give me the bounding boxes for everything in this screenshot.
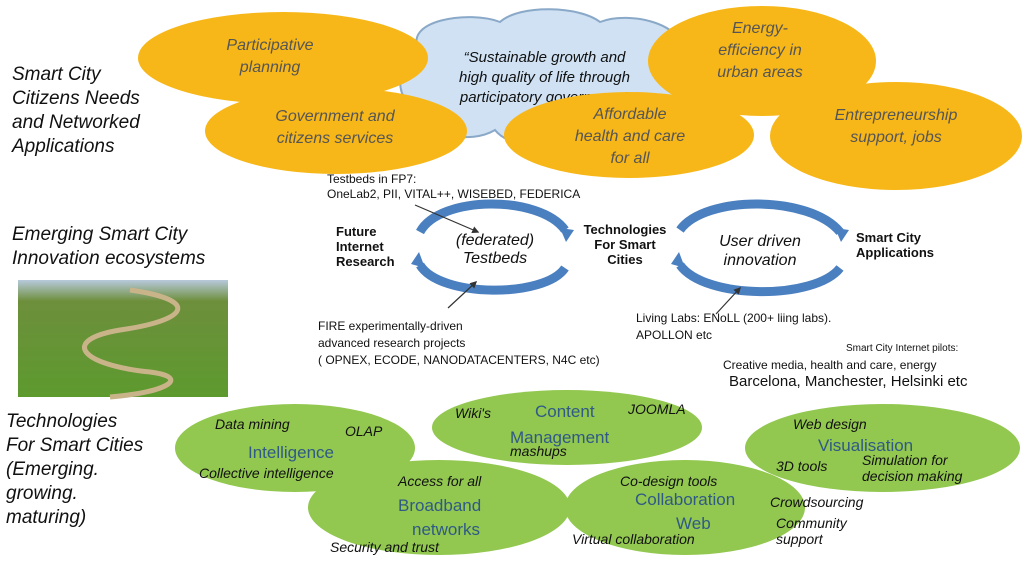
text-collaboration: Collaboration: [635, 490, 736, 509]
fire-pointer-arrow: [447, 281, 478, 309]
text-content: Content: [535, 402, 595, 421]
text-access: Access for all: [398, 473, 482, 489]
text-energy: Energy- efficiency in urban areas: [717, 20, 803, 81]
label-technologies: Technologies For Smart Cities (Emerging.…: [6, 411, 144, 528]
text-wikis: Wiki's: [455, 405, 491, 421]
testbeds-note: Testbeds in FP7: OneLab2, PII, VITAL++, …: [327, 172, 581, 201]
user-driven-innovation: User driven innovation: [719, 233, 801, 269]
pilots-line2: Barcelona, Manchester, Helsinki etc: [729, 373, 968, 390]
text-data-mining: Data mining: [215, 416, 290, 432]
ellipse-broadband: [308, 460, 570, 555]
text-simulation: Simulation for decision making: [862, 452, 963, 484]
label-innovation-ecosystems: Emerging Smart City Innovation ecosystem…: [12, 224, 206, 269]
living-labs-note: Living Labs: ENoLL (200+ liing labs). AP…: [636, 311, 832, 342]
ellipse-visualisation: [745, 404, 1020, 492]
text-broadband: Broadband: [398, 496, 482, 515]
technologies-for-smart-cities: Technologies For Smart Cities: [583, 222, 667, 267]
text-intelligence: Intelligence: [248, 443, 335, 462]
testbeds-label: (federated) Testbeds: [455, 232, 535, 267]
text-collective-intelligence: Collective intelligence: [199, 465, 334, 481]
living-labs-pointer-arrow: [715, 286, 741, 315]
future-internet-research: Future Internet Research: [336, 224, 395, 269]
research-cycle-arrows: [411, 199, 574, 295]
label-citizens-needs: Smart City Citizens Needs and Networked …: [12, 64, 140, 157]
ellipse-health: [504, 92, 754, 178]
text-management: Management: [510, 428, 610, 447]
innovation-cycle-arrows: [671, 199, 849, 297]
text-participative: Participative planning: [226, 37, 314, 76]
text-health: Affordable health and care for all: [574, 106, 686, 167]
ellipse-participative: [138, 12, 428, 104]
text-crowdsourcing: Crowdsourcing: [770, 494, 864, 510]
text-web-design: Web design: [793, 416, 867, 432]
ellipse-content: [432, 390, 702, 465]
ellipse-government: [205, 88, 467, 174]
text-3d-tools: 3D tools: [776, 458, 828, 474]
text-olap: OLAP: [345, 423, 383, 439]
text-security: Security and trust: [330, 539, 439, 555]
text-entrepreneurship: Entrepreneurship support, jobs: [834, 107, 958, 146]
text-web: Web: [676, 514, 711, 533]
smart-city-applications: Smart City Applications: [856, 230, 935, 260]
text-government: Government and citizens services: [275, 108, 395, 147]
fire-note: FIRE experimentally-driven advanced rese…: [318, 319, 600, 367]
pilots-title: Smart City Internet pilots:: [846, 343, 959, 354]
pilots-line1: Creative media, health and care, energy: [723, 358, 937, 372]
text-virtual-collaboration: Virtual collaboration: [572, 531, 695, 547]
text-mashups: mashups: [510, 443, 567, 459]
text-joomla: JOOMLA: [628, 401, 686, 417]
landscape-photo: [18, 280, 228, 400]
text-visualisation: Visualisation: [818, 436, 914, 455]
text-codesign: Co-design tools: [620, 473, 718, 489]
ellipse-entrepreneurship: [770, 82, 1022, 190]
ellipse-collaboration: [565, 460, 805, 555]
text-networks: networks: [412, 520, 481, 539]
testbeds-pointer-arrow: [414, 204, 480, 234]
text-community: Community support: [776, 515, 847, 547]
